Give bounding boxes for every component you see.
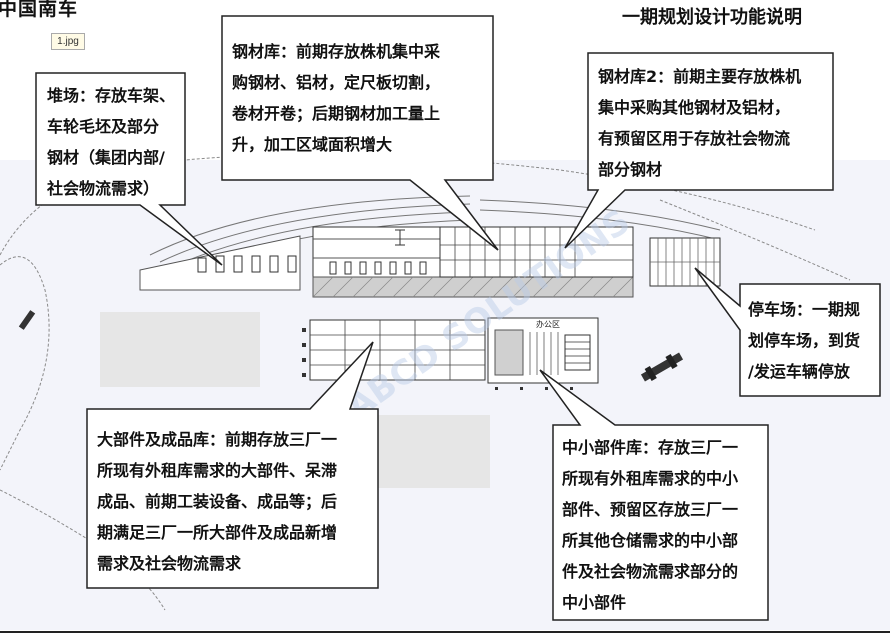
callout-steel1-box [221,15,499,251]
callout-large-parts-text: 大部件及成品库：前期存放三厂一 所现有外租库需求的大部件、呆滞 成品、前期工装设… [97,430,338,573]
steel-warehouse-2 [439,226,634,278]
callout-yard-box [35,72,223,266]
bottom-divider [0,631,890,633]
company-logo-text: 中国南车 [0,0,79,20]
callout-parking-text: 停车场：一期规 划停车场，到货 /发运车辆停放 [748,300,861,381]
callout-small-parts-text: 中小部件库：存放三厂一 所现有外租库需求的中小 部件、预留区存放三厂一 所其他仓… [562,438,739,612]
reserved-area-1 [100,312,260,387]
callout-yard-text: 堆场：存放车架、 车轮毛坯及部分 钢材（集团内部/ 社会物流需求） [47,86,176,198]
crane-markers [395,229,405,246]
image-file-icon[interactable]: 1.jpg [51,33,85,50]
callout-steel2-text: 钢材库2：前期主要存放株机 集中采购其他钢材及铝材， 有预留区用于存放社会物流 … [598,67,802,179]
rail-tracks [149,195,721,276]
page-title: 一期规划设计功能说明 [622,7,802,28]
vehicle-icon-right [640,352,684,382]
hatched-strip [312,276,634,298]
vehicle-icon-left [18,310,36,330]
parking-lot [649,237,721,287]
yard-racks [197,255,297,273]
callout-parking-box [694,267,881,397]
callout-small-box [539,369,769,621]
callout-steel2-box [564,52,834,249]
callout-large-box [86,341,379,589]
large-parts-warehouse [302,319,486,381]
office-label: 办公区 [536,319,560,329]
callout-steel1-text: 钢材库：前期存放株机集中采 购钢材、铝材，定尺板切割， 卷材开卷；后期钢材加工量… [232,42,441,154]
